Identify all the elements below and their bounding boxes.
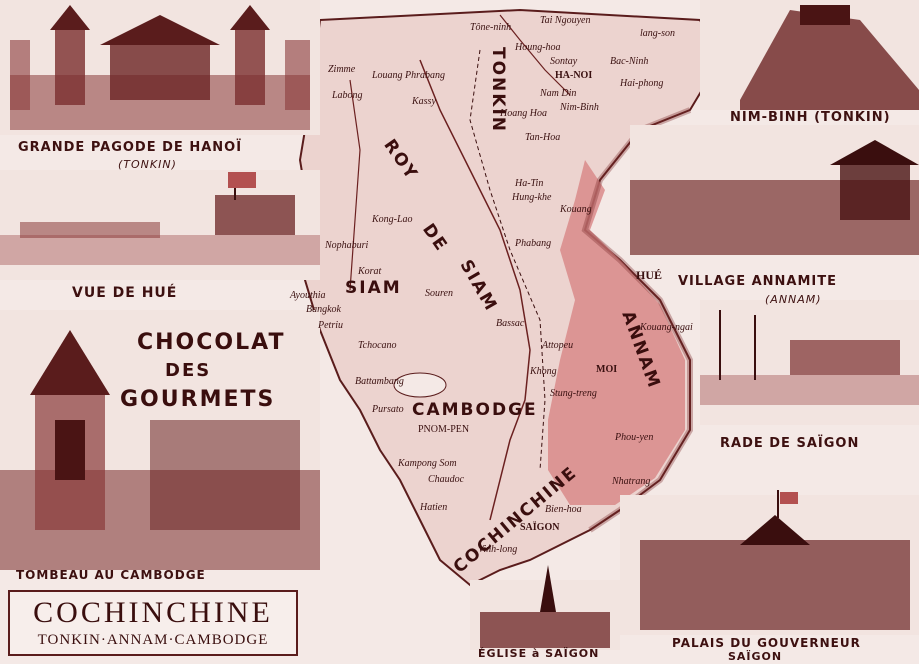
place-ha-tin: Ha-Tin <box>515 178 544 189</box>
caption-hue: VUE DE HUÉ <box>72 285 178 301</box>
vignette-annam-village <box>630 125 919 255</box>
place-bangkok: Bangkok <box>306 304 341 315</box>
vignette-hanoi-pagoda <box>0 0 320 135</box>
caption-annam-village: VILLAGE ANNAMITE <box>678 274 838 289</box>
place-tone-ninh: Tône-ninh <box>470 22 512 33</box>
place-bien-hoa: Bien-hoa <box>545 504 582 515</box>
place-lai-ngouyen: Tai Ngouyen <box>540 15 591 26</box>
caption-saigon-harbor: RADE DE SAÏGON <box>720 436 860 451</box>
place-battambang: Battambang <box>355 376 404 387</box>
place-zimme: Zimme <box>328 64 356 75</box>
place-hung-khe: Hung-khe <box>512 192 552 203</box>
mekong-river <box>419 59 531 521</box>
place-houng-hoa: Houng-hoa <box>515 42 561 53</box>
caption-nim-binh: NIM-BINH (TONKIN) <box>730 110 891 125</box>
place-vinh-long: Vinh-long <box>478 544 518 555</box>
place-sontay: Sontay <box>550 56 578 67</box>
place-stung-treng: Stung-treng <box>550 388 597 399</box>
caption-governor-palace-sub: SAÏGON <box>728 650 783 663</box>
brand-des: DES <box>165 360 212 381</box>
label-cambodge: CAMBODGE <box>412 400 538 420</box>
caption-hanoi-pagoda-sub: (TONKIN) <box>118 158 177 171</box>
cartouche-subtitle: TONKIN·ANNAM·CAMBODGE <box>37 632 269 648</box>
place-souren: Souren <box>425 288 453 299</box>
place-hue: HUÉ <box>636 268 663 282</box>
label-tonkin: TONKIN <box>488 46 509 134</box>
label-siam-1: SIAM <box>345 278 402 298</box>
place-kassy: Kassy <box>412 96 436 107</box>
red-river <box>499 14 571 96</box>
caption-annam-village-sub: (ANNAM) <box>765 293 822 306</box>
caption-hanoi-pagoda: GRANDE PAGODE DE HANOÏ <box>18 140 243 155</box>
place-hoang-hoa: Hoang Hoa <box>500 108 547 119</box>
place-pursato: Pursato <box>372 404 404 415</box>
place-moi: MOI <box>596 364 618 375</box>
place-chaudoc: Chaudoc <box>428 474 465 485</box>
place-kouang-ngai: Kouang-ngai <box>640 322 693 333</box>
vignette-hue <box>0 170 320 280</box>
place-nhatrang: Nhatrang <box>612 476 651 487</box>
vignette-saigon-harbor <box>700 300 919 425</box>
place-phou-yen: Phou-yen <box>615 432 654 443</box>
vignette-nim-binh <box>700 0 919 110</box>
place-nophaburi: Nophaburi <box>325 240 369 251</box>
place-kouang: Kouang <box>560 204 592 215</box>
vignette-governor-palace <box>620 490 919 635</box>
vignette-saigon-church <box>470 565 620 650</box>
coastline-shading <box>581 107 693 533</box>
place-hatien: Hatien <box>420 502 448 513</box>
brand-chocolat: CHOCOLAT <box>137 330 286 355</box>
place-tchocano: Tchocano <box>358 340 397 351</box>
place-ayouthia: Ayouthia <box>290 290 326 301</box>
place-bac-ninh: Bac-Ninh <box>610 56 649 67</box>
place-kampong-som: Kampong Som <box>398 458 457 469</box>
place-hai-phong: Hai-phong <box>620 78 664 89</box>
place-korat: Korat <box>358 266 382 277</box>
cartouche-title: COCHINCHINE <box>33 596 273 629</box>
brand-gourmets: GOURMETS <box>120 387 276 412</box>
vignette-cambodia-tomb <box>0 310 320 570</box>
tonle-sap-lake <box>393 372 447 398</box>
place-attopeu: Attopeu <box>542 340 574 351</box>
place-tan-hoa: Tan-Hoa <box>525 132 561 143</box>
place-saigon: SAÏGON <box>520 522 560 533</box>
place-nim-binh: Nim-Binh <box>560 102 599 113</box>
place-bassac: Bassac <box>496 318 525 329</box>
place-phnom-penh: PNOM-PEN <box>418 424 470 435</box>
place-khong: Khong <box>530 366 557 377</box>
place-phabang: Phabang <box>515 238 552 249</box>
place-louang-prabang: Louang Phrabang <box>372 70 446 81</box>
caption-cambodia-tomb: TOMBEAU AU CAMBODGE <box>16 568 206 582</box>
place-kong-lao: Kong-Lao <box>372 214 413 225</box>
place-nam-dinh: Nam Din <box>540 88 577 99</box>
place-labong: Labong <box>332 90 363 101</box>
boundary-line <box>469 49 546 471</box>
place-lang-son: lang-son <box>640 28 675 39</box>
caption-saigon-church: ÉGLISE à SAÏGON <box>478 647 600 660</box>
title-cartouche: COCHINCHINE TONKIN·ANNAM·CAMBODGE <box>8 590 298 656</box>
place-petriu: Petriu <box>318 320 343 331</box>
annam-region <box>548 160 685 505</box>
caption-governor-palace: PALAIS DU GOUVERNEUR <box>672 636 861 650</box>
place-hanoi: HA-NOI <box>555 70 593 81</box>
menam-river <box>349 79 361 291</box>
